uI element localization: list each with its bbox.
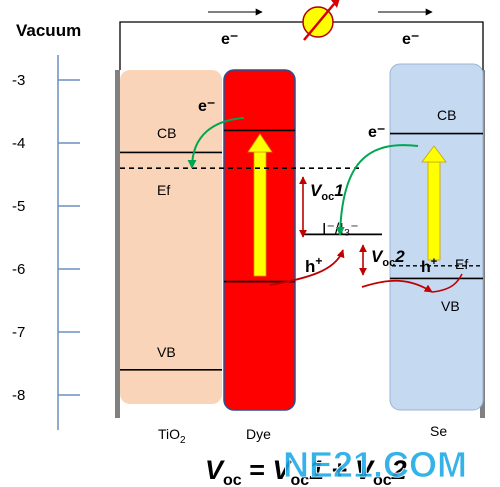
voc2-label: Voc2 — [371, 247, 405, 269]
se-excitation-arrow — [421, 145, 447, 261]
load-meter-icon — [302, 0, 340, 41]
tio2-vb-label: VB — [157, 344, 176, 360]
axis-title: Vacuum — [16, 21, 81, 40]
formula-v1: V — [205, 455, 225, 485]
axis-tick-label: -3 — [12, 72, 25, 89]
formula-plus: + — [324, 455, 355, 485]
circuit-wire — [119, 21, 484, 70]
formula-eq: = — [242, 455, 273, 485]
axis-ticks: -3 -4 -5 -6 -7 -8 — [12, 72, 80, 404]
dye-hole-plus: + — [315, 254, 322, 268]
se-to-electrolyte-electron-path — [335, 144, 419, 236]
se-hole-plus: + — [431, 256, 437, 268]
dye-electron-label: e⁻ — [198, 98, 215, 115]
formula-n2: 1 — [309, 455, 324, 485]
tio2-ef-label: Ef — [157, 182, 170, 198]
se-cb-label: CB — [437, 107, 456, 123]
dye-hole-path — [269, 249, 345, 286]
left-electrode — [115, 70, 120, 418]
voc-formula: Voc = Voc1 + Voc2 — [205, 455, 407, 487]
dye-to-tio2-electron-path — [187, 117, 245, 169]
voc1-label: Voc1 — [310, 181, 344, 203]
tio2-block — [120, 70, 222, 404]
se-electron-label: e⁻ — [368, 124, 385, 141]
axis-tick-label: -7 — [12, 324, 25, 341]
electron-label-top-right: e⁻ — [402, 31, 419, 48]
dye-excitation-arrow — [247, 133, 273, 277]
voc2-v: V — [371, 247, 384, 266]
formula-oc2: oc — [290, 472, 309, 487]
voc2-sub: oc — [382, 257, 395, 269]
tio2-cb-label: CB — [157, 125, 176, 141]
formula-v2: V — [272, 455, 292, 485]
formula-v3: V — [355, 455, 375, 485]
formula-n3: 2 — [391, 455, 407, 485]
dye-hole-label: h+ — [305, 254, 322, 276]
tio2-name-main: TiO — [158, 426, 180, 442]
se-hole-path — [361, 279, 433, 293]
axis-tick-label: -6 — [12, 261, 25, 278]
axis-tick-label: -4 — [12, 135, 25, 152]
tio2-name-sub: 2 — [180, 435, 186, 446]
tio2-name: TiO2 — [158, 426, 186, 446]
se-vb-label: VB — [441, 298, 460, 314]
voc1-sub: oc — [321, 191, 334, 203]
dye-hole-h: h — [305, 257, 315, 276]
formula-oc3: oc — [373, 472, 392, 487]
axis-tick-label: -8 — [12, 387, 25, 404]
se-ef-label: Ef — [455, 256, 468, 272]
electron-label-top-left: e⁻ — [221, 31, 238, 48]
se-hole-return-path — [431, 273, 463, 293]
se-hole-h: h — [421, 259, 431, 276]
formula-oc1: oc — [223, 472, 242, 487]
voc1-num: 1 — [334, 181, 343, 200]
watermark-text: NE21.COM — [283, 444, 467, 485]
se-hole-label: h+ — [421, 256, 437, 276]
voc1-v: V — [310, 181, 323, 200]
dye-name: Dye — [246, 426, 271, 442]
se-name: Se — [430, 423, 447, 439]
voc2-num: 2 — [394, 247, 405, 266]
axis-tick-label: -5 — [12, 198, 25, 215]
